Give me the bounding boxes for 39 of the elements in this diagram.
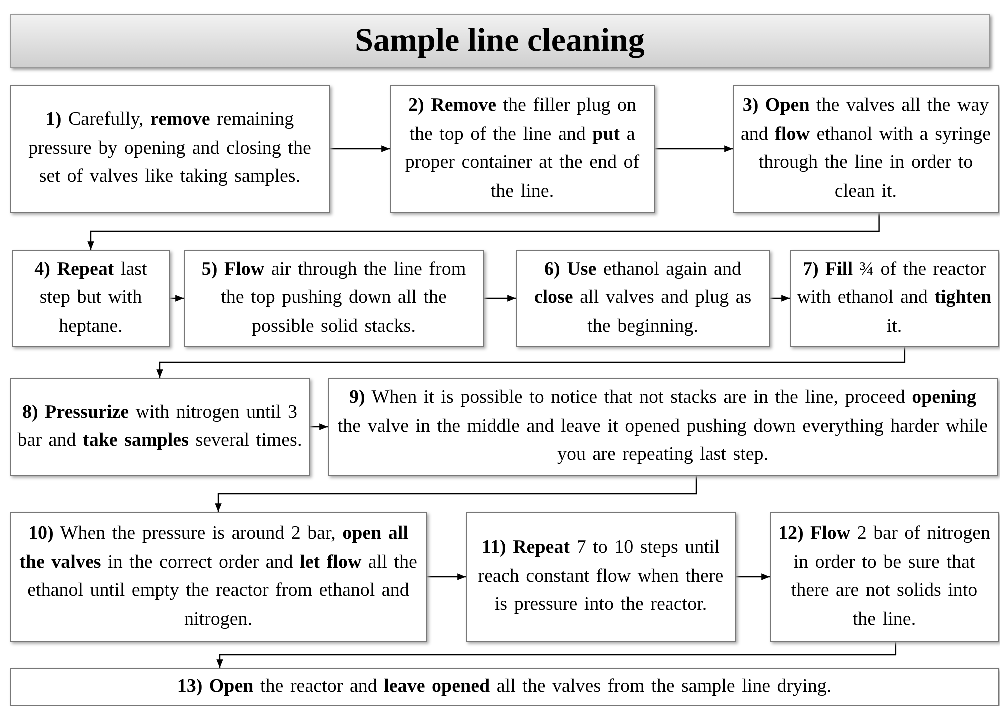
step-text: 12) Flow 2 bar of nitrogen in order to be sure that there are not solids into the line. <box>777 522 992 632</box>
arrow <box>330 146 390 152</box>
step-box <box>10 668 999 706</box>
step-box <box>516 250 770 347</box>
step-text: 10) When the pressure is around 2 bar, open all the valves in the correct order and let flow all the ethanol until empty the reactor from ethanol and nitrogen. <box>18 522 418 632</box>
arrow <box>88 213 880 250</box>
arrow <box>170 295 184 302</box>
step-text: 2) Remove the filler plug on the top of the line and put a proper container at the end of the line. <box>404 94 641 204</box>
step-box <box>770 512 999 642</box>
step-box <box>10 85 330 213</box>
step-box <box>790 250 999 347</box>
step-box <box>10 512 427 642</box>
step-box <box>12 250 170 347</box>
step-box <box>466 512 736 642</box>
step-text: 5) Flow air through the line from the top pushing down all the possible solid stacks. <box>200 258 468 339</box>
step-box <box>10 378 310 476</box>
step-text: 6) Use ethanol again and close all valves and plug as the beginning. <box>533 258 753 339</box>
title-banner: Sample line cleaning <box>10 14 990 68</box>
step-box <box>390 85 655 213</box>
step-text: 8) Pressurize with nitrogen until 3 bar and take samples several times. <box>17 400 303 453</box>
step-text: 7) Fill ¾ of the reactor with ethanol and tighten it. <box>797 258 992 339</box>
arrow <box>156 347 906 378</box>
arrow <box>484 295 516 302</box>
step-text: 11) Repeat 7 to 10 steps until reach constant flow when there is pressure into the reactor. <box>477 536 725 618</box>
step-text: 1) Carefully, remove remaining pressure by opening and closing the set of valves like taking samples. <box>28 108 312 190</box>
arrow <box>310 424 328 430</box>
arrow <box>216 642 897 668</box>
arrow <box>215 476 698 512</box>
step-box <box>184 250 484 347</box>
step-box <box>328 378 998 476</box>
step-box <box>733 85 999 213</box>
step-text: 3) Open the valves all the way and flow ethanol with a syringe through the line in order to clean it. <box>740 94 992 204</box>
arrow <box>427 574 466 580</box>
arrow <box>770 295 790 302</box>
step-text: 4) Repeat last step but with heptane. <box>34 258 148 339</box>
arrow <box>736 574 770 580</box>
step-text: 9) When it is possible to notice that not stacks are in the line, proceed opening the valve in the middle and leave it opened pushing down everything harder while you are repeating last step. <box>336 386 990 468</box>
arrow <box>655 146 733 152</box>
step-text: 13) Open the reactor and leave opened all the valves from the sample line drying. <box>177 674 832 699</box>
